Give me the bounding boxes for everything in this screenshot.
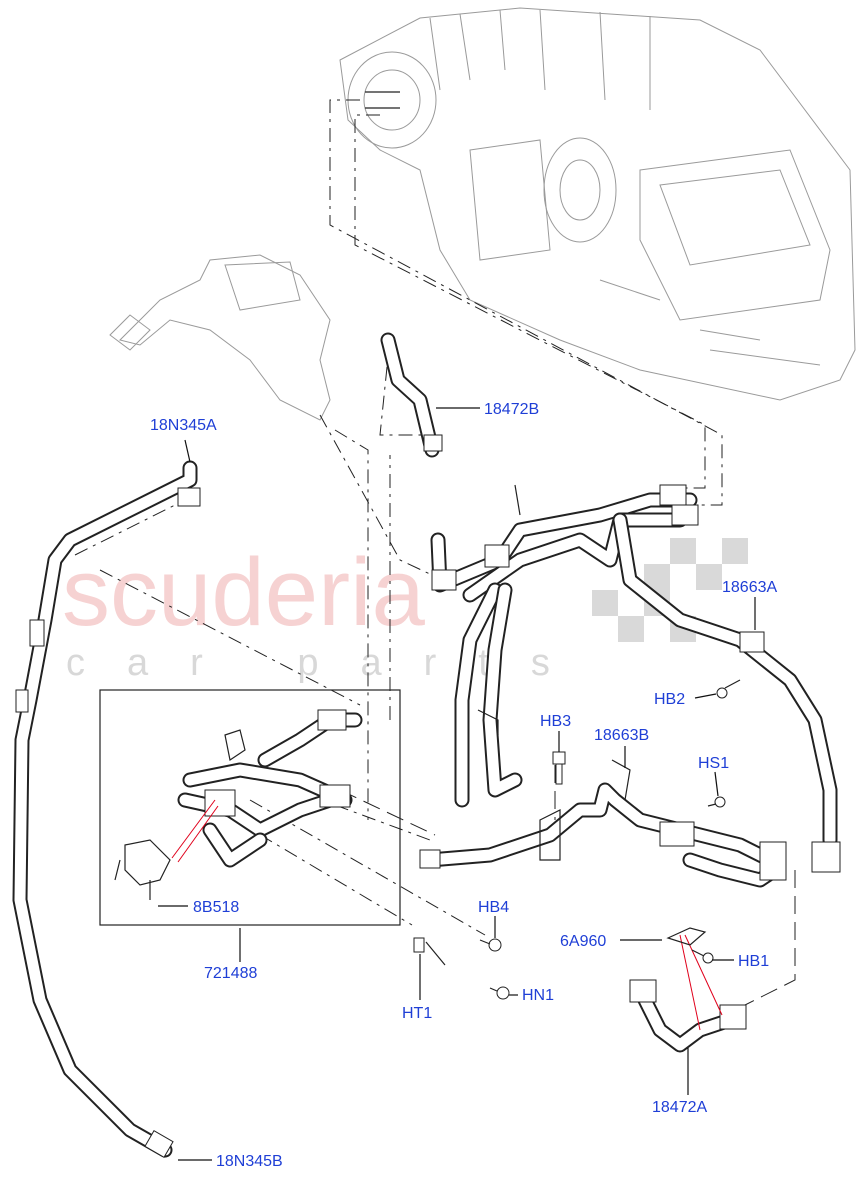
label-18n345a: 18N345A bbox=[150, 417, 217, 434]
clip-ht1-icon bbox=[413, 937, 446, 966]
label-hb1: HB1 bbox=[738, 953, 769, 970]
pipe-coupling bbox=[811, 841, 841, 873]
pipe-coupling bbox=[659, 484, 687, 506]
assembly-frame bbox=[99, 689, 401, 926]
bolt-hb1-icon bbox=[691, 949, 714, 964]
watermark-brand: scuderia bbox=[62, 539, 425, 646]
bolt-hs1-icon bbox=[707, 796, 726, 808]
label-18472b: 18472B bbox=[484, 401, 539, 418]
pipe-coupling bbox=[759, 841, 787, 881]
heater-valve-ghost bbox=[109, 254, 331, 421]
label-hb4: HB4 bbox=[478, 899, 509, 916]
hose-end-connector bbox=[144, 1130, 174, 1158]
hose-end-connector bbox=[719, 1004, 747, 1030]
hose-18n345 bbox=[12, 460, 201, 1158]
pipe-coupling bbox=[431, 569, 457, 591]
watermark: scuderia car parts bbox=[62, 538, 748, 684]
bolt-hb4-icon bbox=[479, 938, 502, 952]
label-8b518: 8B518 bbox=[193, 899, 239, 916]
nut-hn1-icon bbox=[489, 986, 510, 1000]
watermark-sub: car parts bbox=[66, 642, 592, 684]
label-721488: 721488 bbox=[204, 965, 257, 982]
label-18663a: 18663A bbox=[722, 579, 777, 596]
leader-lines bbox=[158, 407, 756, 1161]
pipe-assembly-18663b bbox=[419, 759, 787, 888]
label-hb3: HB3 bbox=[540, 713, 571, 730]
bracket-6a960-icon bbox=[666, 927, 707, 946]
valve-body bbox=[319, 784, 351, 808]
pipe-clip bbox=[484, 544, 510, 568]
label-hs1: HS1 bbox=[698, 755, 729, 772]
hose-clip bbox=[29, 619, 45, 647]
pipe-end bbox=[419, 849, 441, 869]
pump-body bbox=[204, 789, 236, 817]
hose-clip bbox=[15, 689, 29, 713]
pipe-bracket bbox=[659, 821, 695, 847]
label-18472a: 18472A bbox=[652, 1099, 707, 1116]
hose-18472b bbox=[380, 332, 443, 458]
label-18n345b: 18N345B bbox=[216, 1153, 283, 1170]
hose-18472a bbox=[629, 934, 747, 1053]
label-ht1: HT1 bbox=[402, 1005, 432, 1022]
bolt-hb2-icon bbox=[716, 679, 741, 699]
label-hb2: HB2 bbox=[654, 691, 685, 708]
pipe-assembly-18663a bbox=[430, 484, 841, 873]
hose-end-connector bbox=[423, 434, 443, 452]
label-6a960: 6A960 bbox=[560, 933, 606, 950]
label-18663b: 18663B bbox=[594, 727, 649, 744]
label-hn1: HN1 bbox=[522, 987, 554, 1004]
valve-assembly-box bbox=[99, 689, 401, 926]
part-labels: 18N345A 18472B 18663A HB2 HB3 18663B HS1… bbox=[150, 401, 777, 1170]
hvac-unit bbox=[339, 7, 856, 401]
valve-port bbox=[317, 709, 347, 731]
hose-end-connector bbox=[177, 487, 201, 507]
pipe-coupling bbox=[671, 504, 699, 526]
pipe-bracket bbox=[739, 631, 765, 653]
hose-end-connector bbox=[629, 979, 657, 1003]
